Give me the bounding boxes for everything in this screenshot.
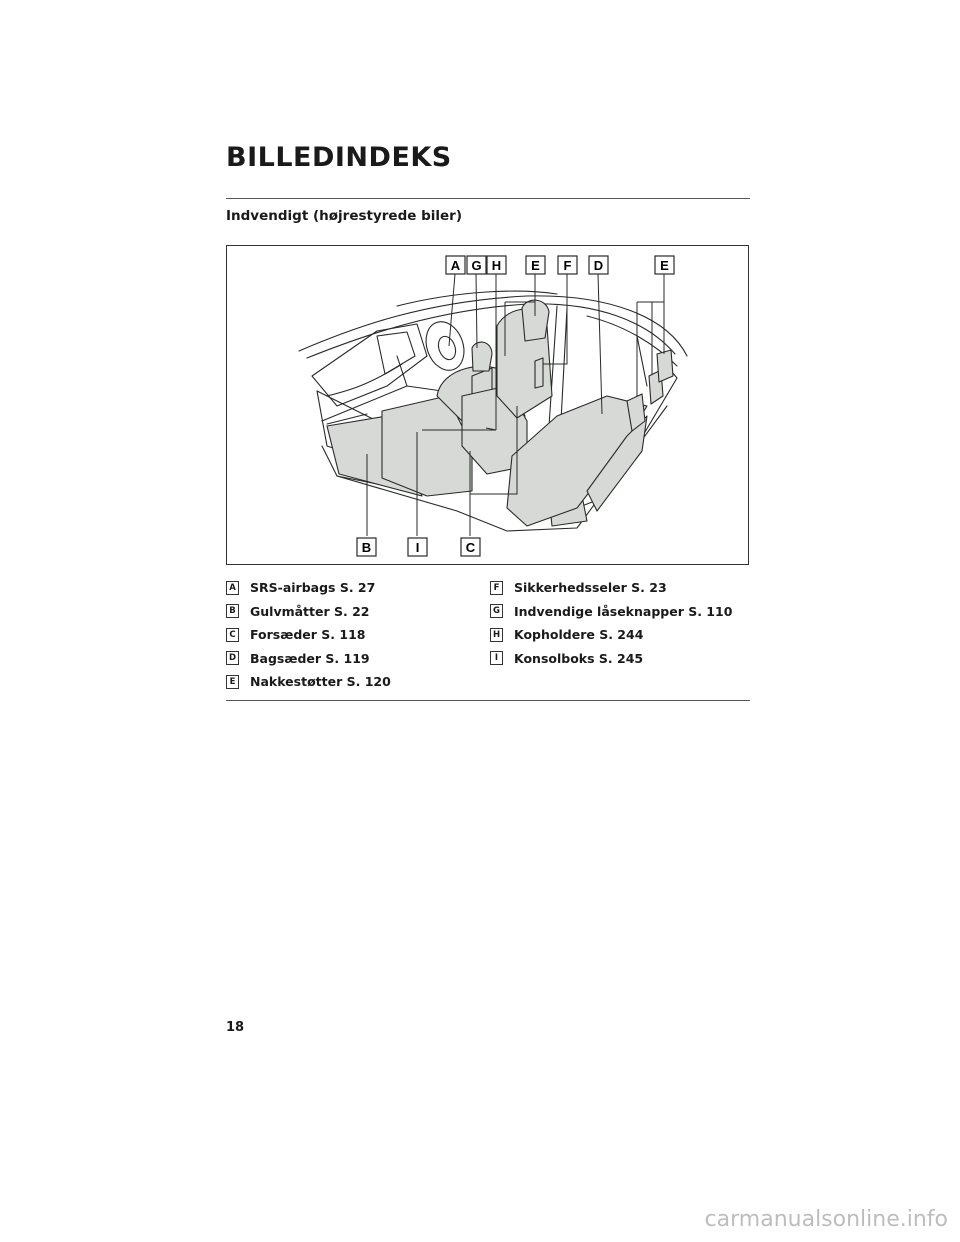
legend-letter: E — [226, 674, 239, 689]
figure-label-e-front: E — [525, 255, 546, 275]
svg-text:E: E — [531, 258, 540, 273]
legend-item-h: H Kopholdere S. 244 — [490, 623, 732, 647]
legend-text: Sikkerhedsseler S. 23 — [514, 580, 667, 596]
legend-text: Nakkestøtter S. 120 — [250, 674, 391, 690]
figure-label-e-rear: E — [654, 255, 675, 275]
legend-letter: A — [226, 580, 239, 595]
legend-item-g: G Indvendige låseknapper S. 110 — [490, 600, 732, 624]
figure-label-f: F — [557, 255, 578, 275]
page-title: BILLEDINDEKS — [226, 142, 452, 173]
legend-letter: D — [226, 651, 239, 666]
legend-letter: H — [490, 627, 503, 642]
figure-label-h: H — [486, 255, 507, 275]
legend-item-b: B Gulvmåtter S. 22 — [226, 600, 391, 624]
svg-text:B: B — [362, 540, 371, 555]
svg-text:F: F — [564, 258, 572, 273]
svg-text:I: I — [416, 540, 420, 555]
watermark: carmanualsonline.info — [704, 1207, 948, 1232]
svg-text:E: E — [660, 258, 669, 273]
legend-letter: F — [490, 580, 503, 595]
legend-text: Bagsæder S. 119 — [250, 650, 370, 666]
legend-text: Forsæder S. 118 — [250, 627, 366, 643]
figure-label-a: A — [445, 255, 466, 275]
interior-illustration: A G H E F D E — [226, 245, 749, 565]
figure-label-g: G — [466, 255, 487, 275]
legend-letter: G — [490, 604, 503, 619]
legend-letter: B — [226, 604, 239, 619]
svg-text:G: G — [471, 258, 481, 273]
legend: A SRS-airbags S. 27 B Gulvmåtter S. 22 C… — [226, 576, 750, 689]
top-divider — [226, 198, 750, 199]
legend-column-left: A SRS-airbags S. 27 B Gulvmåtter S. 22 C… — [226, 576, 391, 694]
legend-item-f: F Sikkerhedsseler S. 23 — [490, 576, 732, 600]
legend-column-right: F Sikkerhedsseler S. 23 G Indvendige lås… — [490, 576, 732, 670]
figure-label-d: D — [588, 255, 609, 275]
legend-text: SRS-airbags S. 27 — [250, 580, 376, 596]
legend-text: Konsolboks S. 245 — [514, 650, 644, 666]
legend-item-d: D Bagsæder S. 119 — [226, 647, 391, 671]
legend-letter: C — [226, 627, 239, 642]
figure-label-i: I — [407, 537, 428, 557]
section-subtitle: Indvendigt (højrestyrede biler) — [226, 208, 462, 224]
figure-label-b: B — [356, 537, 377, 557]
svg-text:H: H — [492, 258, 501, 273]
legend-item-a: A SRS-airbags S. 27 — [226, 576, 391, 600]
legend-text: Gulvmåtter S. 22 — [250, 603, 370, 619]
legend-item-c: C Forsæder S. 118 — [226, 623, 391, 647]
bottom-divider — [226, 700, 750, 701]
legend-text: Kopholdere S. 244 — [514, 627, 644, 643]
legend-item-e: E Nakkestøtter S. 120 — [226, 670, 391, 694]
svg-text:D: D — [594, 258, 603, 273]
legend-letter: I — [490, 651, 503, 666]
legend-text: Indvendige låseknapper S. 110 — [514, 603, 733, 619]
legend-item-i: I Konsolboks S. 245 — [490, 647, 732, 671]
svg-text:A: A — [451, 258, 461, 273]
figure-label-c: C — [460, 537, 481, 557]
page-number: 18 — [226, 1020, 245, 1035]
svg-text:C: C — [466, 540, 476, 555]
